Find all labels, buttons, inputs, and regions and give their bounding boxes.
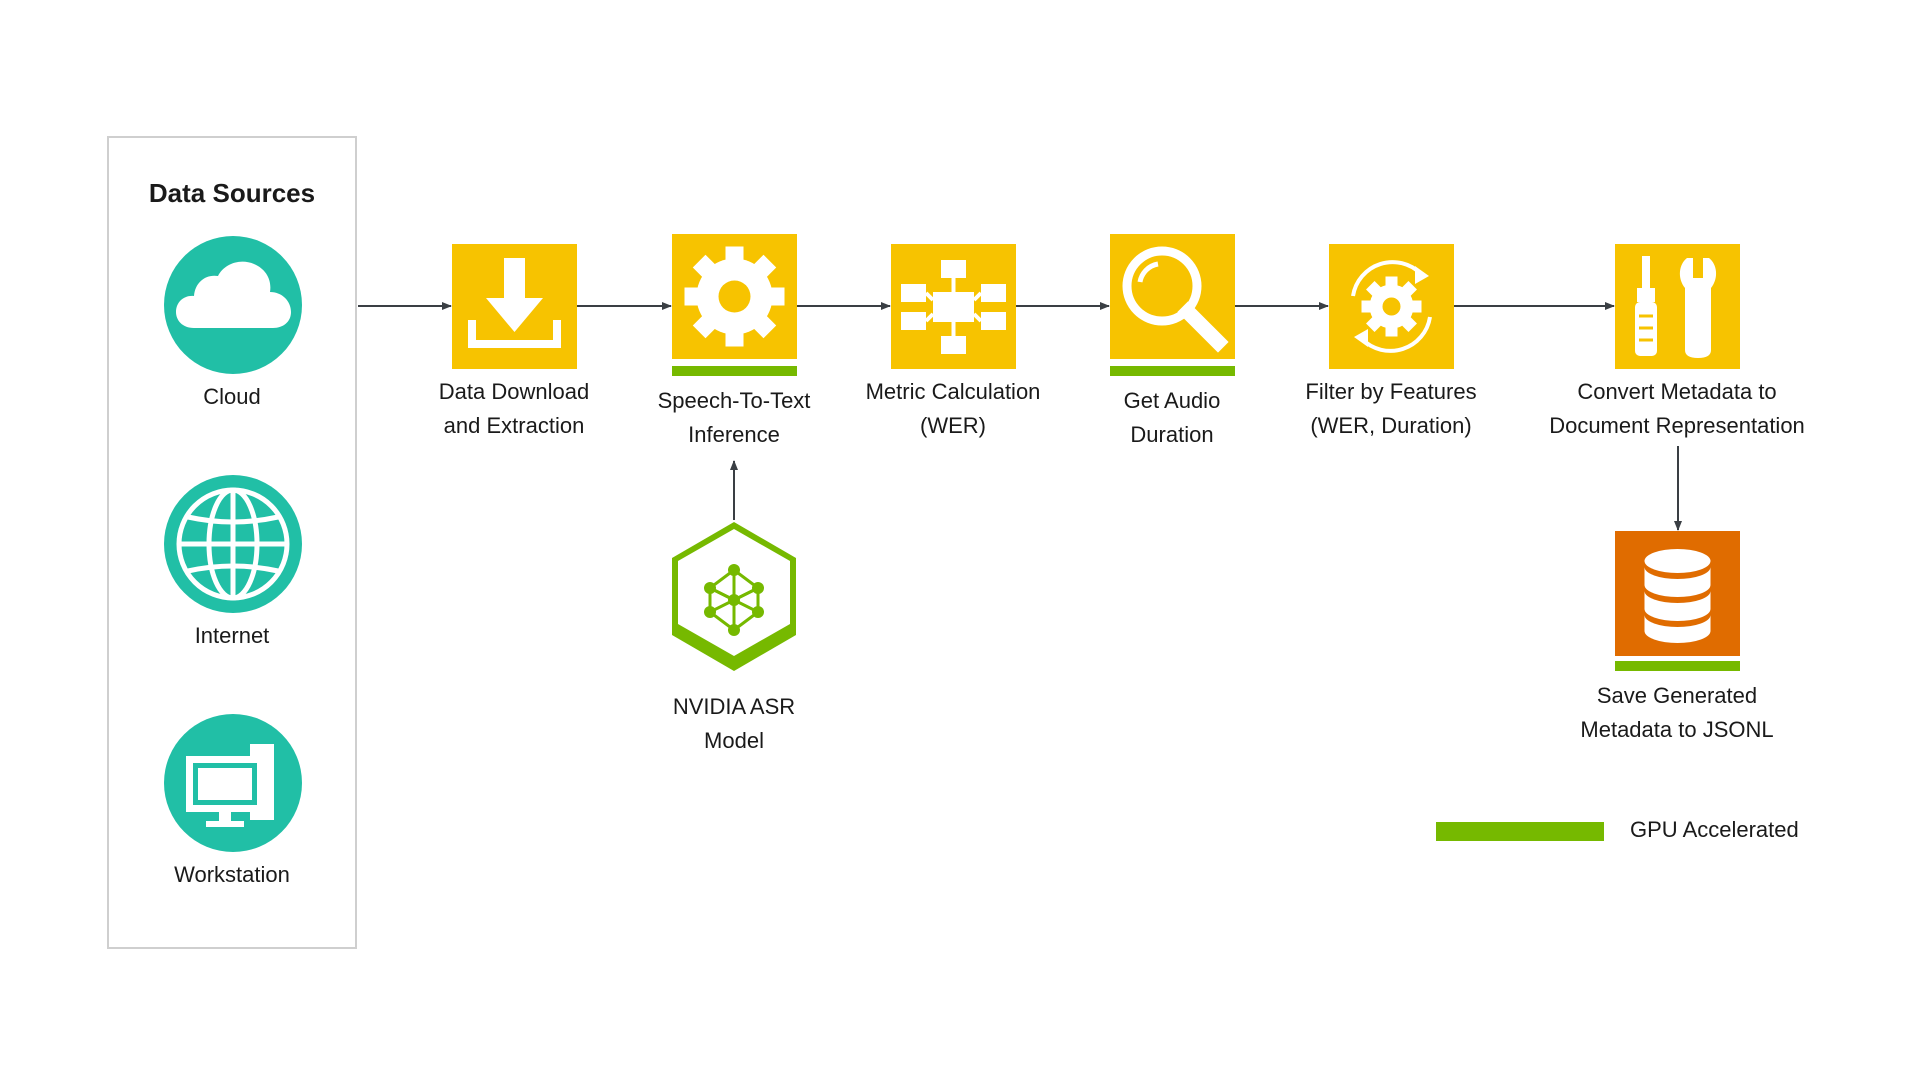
data-sources-panel: Data Sources Cloud Internet <box>107 136 357 949</box>
globe-icon <box>164 475 302 613</box>
cloud-icon <box>164 236 302 374</box>
step-label-metric-calculation: Metric Calculation(WER) <box>865 379 1041 438</box>
workstation-icon <box>164 714 302 852</box>
source-label-workstation: Workstation <box>174 862 290 887</box>
database-icon <box>1615 531 1740 656</box>
legend-gpu-label: GPU Accelerated <box>1630 817 1799 842</box>
magnifier-icon <box>1110 234 1235 359</box>
tools-icon <box>1615 244 1740 369</box>
hierarchy-icon <box>891 244 1016 369</box>
gpu-accelerated-bar <box>1615 661 1740 671</box>
gpu-accelerated-bar <box>1110 366 1235 376</box>
source-label-internet: Internet <box>194 623 270 648</box>
neural-network-icon <box>668 520 800 680</box>
step-label-filter-by-features: Filter by Features(WER, Duration) <box>1305 379 1477 438</box>
gpu-accelerated-bar <box>672 366 797 376</box>
data-sources-title: Data Sources <box>148 178 316 208</box>
download-icon <box>452 244 577 369</box>
gear-icon <box>672 234 797 359</box>
gear-cycle-icon <box>1329 244 1454 369</box>
legend-gpu-swatch <box>1436 822 1604 841</box>
source-label-cloud: Cloud <box>203 384 261 409</box>
